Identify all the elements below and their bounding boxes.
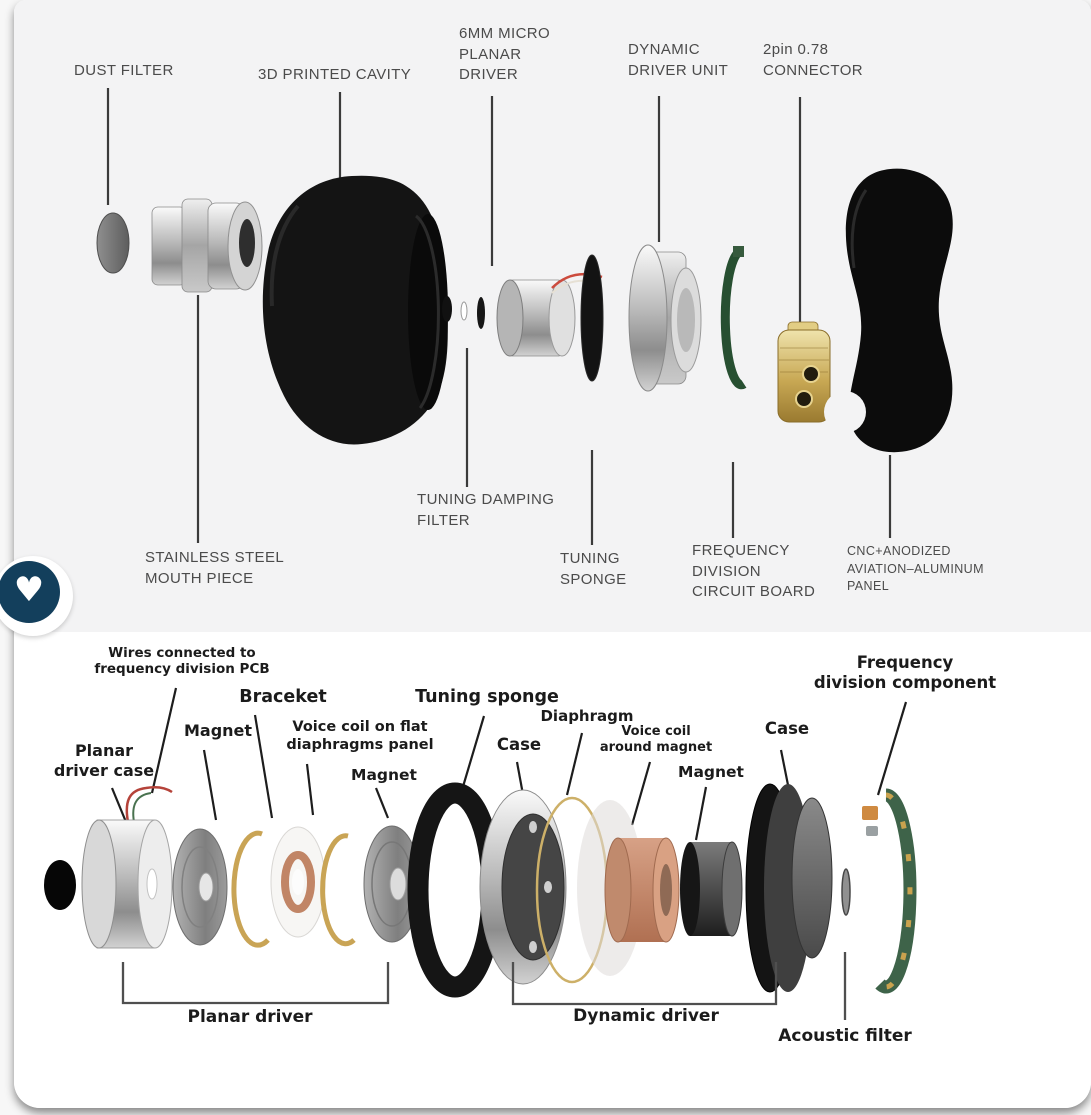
label-voice-coil-magnet: Voice coil around magnet: [599, 724, 713, 755]
label-wires: Wires connected to frequency division PC…: [94, 645, 270, 678]
label-planar-case: Planar driver case: [53, 741, 155, 780]
label-connector: 2pin 0.78 CONNECTOR: [763, 41, 863, 79]
label-dust-filter: DUST FILTER: [74, 62, 174, 79]
favorite-badge: ♥: [0, 556, 73, 636]
label-dynamic-driver-group: Dynamic driver: [573, 1006, 719, 1026]
heart-icon: ♥: [13, 570, 45, 610]
label-magnet1: Magnet: [183, 721, 253, 740]
label-diaphragm: Diaphragm: [540, 707, 634, 725]
exploded-view-earphone-section: [14, 0, 1091, 632]
label-case2: Case: [764, 719, 810, 738]
favorite-button[interactable]: ♥: [0, 561, 60, 623]
label-magnet3: Magnet: [678, 763, 744, 781]
label-tuning-sponge2: Tuning sponge: [415, 687, 559, 707]
label-mouth-piece: STAINLESS STEEL MOUTH PIECE: [145, 549, 285, 587]
label-tuning-sponge: TUNING SPONGE: [560, 550, 627, 588]
label-case1: Case: [496, 735, 542, 754]
label-planar-driver-group: Planar driver: [187, 1007, 313, 1027]
label-acoustic-filter: Acoustic filter: [778, 1026, 912, 1046]
label-planar-driver: 6MM MICRO PLANAR DRIVER: [459, 25, 551, 83]
label-freq-board: FREQUENCY DIVISION CIRCUIT BOARD: [692, 542, 816, 600]
label-voice-coil-flat: Voice coil on flat diaphragms panel: [286, 719, 434, 753]
label-freq-component: Frequency division component: [813, 653, 997, 693]
label-printed-cavity: 3D PRINTED CAVITY: [258, 66, 412, 83]
label-aluminum-panel: CNC+ANODIZED AVIATION–ALUMINUM PANEL: [847, 544, 984, 593]
label-damping-filter: TUNING DAMPING FILTER: [417, 491, 555, 529]
label-magnet2: Magnet: [351, 766, 417, 784]
label-braceket: Braceket: [239, 687, 327, 707]
label-dynamic-driver: DYNAMIC DRIVER UNIT: [628, 41, 729, 79]
